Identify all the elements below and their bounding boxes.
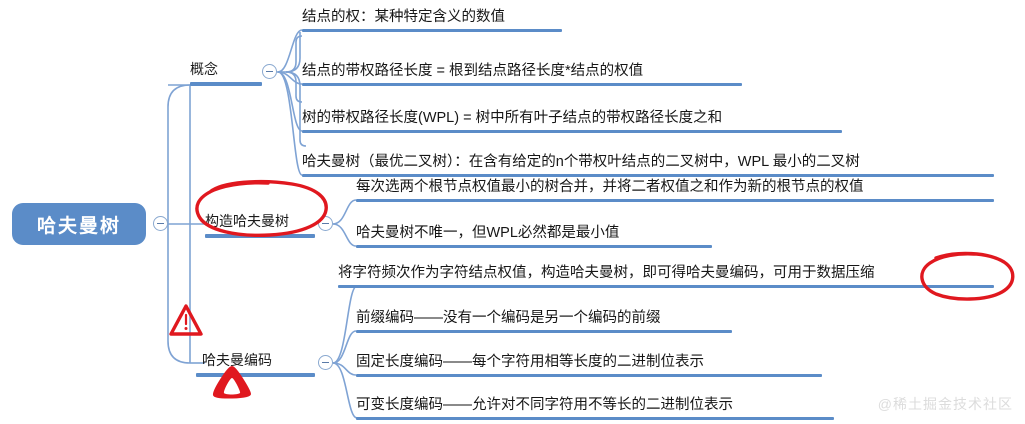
branch-concept-label: 概念 (190, 61, 218, 77)
leaf-underline (338, 284, 994, 288)
leaf-underline (302, 28, 562, 32)
branch-huffman-code-label: 哈夫曼编码 (202, 352, 272, 368)
toggle-branch-huffman-code[interactable] (318, 355, 333, 370)
root-node[interactable]: 哈夫曼树 (12, 203, 146, 245)
leaf-underline (302, 173, 994, 177)
leaf-label: 结点的权：某种特定含义的数值 (302, 9, 505, 25)
leaf-label: 前缀编码——没有一个编码是另一个编码的前缀 (356, 310, 661, 326)
leaf-underline (356, 416, 834, 420)
leaf-label: 固定长度编码——每个字符用相等长度的二进制位表示 (356, 354, 704, 370)
branch-concept-underline (190, 82, 262, 86)
leaf-underline (356, 329, 732, 333)
branch-build-tree-underline (205, 234, 315, 238)
leaf-label: 哈夫曼树不唯一，但WPL必然都是最小值 (356, 225, 620, 241)
toggle-root[interactable] (153, 216, 168, 231)
leaf-underline (356, 198, 994, 202)
leaf-label: 可变长度编码——允许对不同字符用不等长的二进制位表示 (356, 397, 733, 413)
branch-build-tree-label: 构造哈夫曼树 (205, 213, 289, 229)
toggle-branch-build-tree[interactable] (318, 216, 333, 231)
leaf-underline (302, 129, 842, 133)
branch-concept[interactable]: 概念 (190, 56, 262, 86)
leaf-underline (356, 373, 822, 377)
annotation-circle-data-compression (920, 251, 1015, 301)
leaf-label: 每次选两个根节点权值最小的树合并，并将二者权值之和作为新的根节点的权值 (356, 179, 864, 195)
branch-build-tree[interactable]: 构造哈夫曼树 (205, 208, 315, 238)
leaf-label: 哈夫曼树（最优二叉树）：在含有给定的n个带权叶结点的二叉树中，WPL 最小的二叉… (302, 154, 860, 170)
leaf-label: 将字符频次作为字符结点权值，构造哈夫曼树，即可得哈夫曼编码，可用于数据压缩 (338, 265, 875, 281)
leaf-label: 结点的带权路径长度 = 根到结点路径长度*结点的权值 (302, 63, 644, 79)
leaf-label: 树的带权路径长度(WPL) = 树中所有叶子结点的带权路径长度之和 (302, 110, 723, 126)
branch-huffman-code-underline (196, 373, 315, 377)
annotation-triangle-warning-icon (169, 304, 203, 336)
branch-huffman-code[interactable]: 哈夫曼编码 (196, 347, 315, 377)
leaf-underline (302, 82, 742, 86)
watermark: @稀土掘金技术社区 (877, 396, 1013, 412)
toggle-branch-concept[interactable] (262, 64, 277, 79)
leaf-underline (356, 244, 712, 248)
